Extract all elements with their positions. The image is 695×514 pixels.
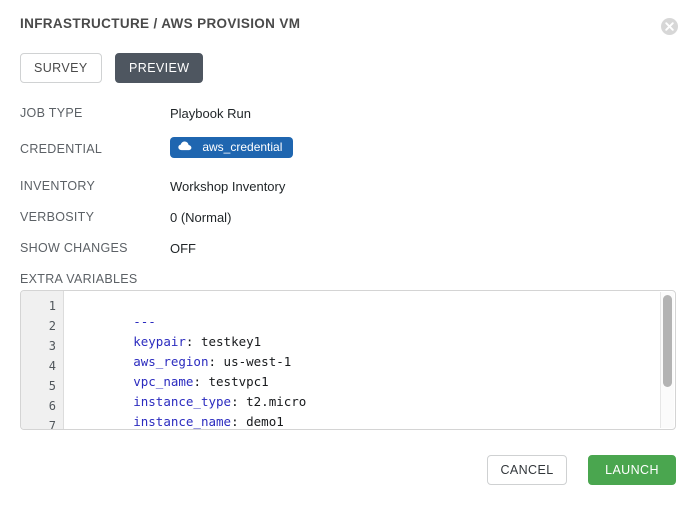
tab-preview[interactable]: PREVIEW	[115, 53, 204, 83]
editor-gutter: 1 2 3 4 5 6 7	[21, 291, 64, 429]
yaml-value: us-west-1	[216, 354, 292, 369]
editor-scrollbar-thumb[interactable]	[663, 295, 672, 387]
dialog-footer: CANCEL LAUNCH	[0, 455, 695, 491]
detail-value-show-changes: OFF	[170, 241, 196, 256]
editor-scrollbar[interactable]	[660, 292, 674, 428]
detail-value-inventory: Workshop Inventory	[170, 179, 286, 194]
code-line: aws_region: us-west-1	[73, 339, 291, 384]
detail-label-verbosity: VERBOSITY	[20, 210, 95, 224]
yaml-punct: :	[208, 354, 217, 369]
credential-badge[interactable]: aws_credential	[170, 137, 294, 158]
line-number: 2	[48, 319, 56, 333]
yaml-punct: :	[231, 394, 239, 409]
yaml-punct: :	[193, 374, 201, 389]
cancel-button[interactable]: CANCEL	[487, 455, 567, 485]
line-number: 7	[48, 419, 56, 430]
line-number: 4	[48, 359, 56, 373]
code-line: keypair: testkey1	[73, 319, 261, 364]
yaml-key: instance_type	[133, 394, 232, 409]
yaml-key: aws_region	[133, 354, 209, 369]
detail-label-credential: CREDENTIAL	[20, 142, 103, 156]
yaml-key: keypair	[133, 334, 186, 349]
code-line: instance_type: t2.micro	[73, 379, 306, 424]
dialog-header: INFRASTRUCTURE / AWS PROVISION VM	[0, 0, 695, 40]
detail-value-job-type: Playbook Run	[170, 106, 251, 121]
view-toggle-group: SURVEY PREVIEW	[20, 53, 204, 83]
detail-row-verbosity: VERBOSITY 0 (Normal)	[20, 208, 660, 239]
detail-row-show-changes: SHOW CHANGES OFF	[20, 239, 660, 270]
page-title: INFRASTRUCTURE / AWS PROVISION VM	[20, 16, 301, 31]
detail-label-show-changes: SHOW CHANGES	[20, 241, 128, 255]
detail-label-job-type: JOB TYPE	[20, 106, 83, 120]
yaml-key: instance_name	[133, 414, 232, 429]
yaml-value: t2.micro	[238, 394, 307, 409]
tab-survey[interactable]: SURVEY	[20, 53, 102, 83]
yaml-value: testkey1	[193, 334, 262, 349]
yaml-punct: :	[231, 414, 239, 429]
detail-label-inventory: INVENTORY	[20, 179, 96, 193]
line-number: 6	[48, 399, 56, 413]
detail-row-credential: CREDENTIAL aws_credential	[20, 137, 660, 177]
yaml-punct: :	[185, 334, 194, 349]
detail-row-inventory: INVENTORY Workshop Inventory	[20, 177, 660, 208]
line-number: 5	[48, 379, 56, 393]
extra-variables-editor[interactable]: 1 2 3 4 5 6 7 --- keypair: testkey1 aws_…	[20, 290, 676, 430]
code-line: instance_name: demo1	[73, 399, 284, 429]
yaml-value: demo1	[238, 414, 284, 429]
detail-value-verbosity: 0 (Normal)	[170, 210, 232, 225]
job-detail-list: JOB TYPE Playbook Run CREDENTIAL aws_cre…	[20, 104, 660, 270]
launch-button[interactable]: LAUNCH	[588, 455, 676, 485]
code-line: vpc_name: testvpc1	[73, 359, 269, 404]
cloud-icon	[178, 141, 192, 152]
line-number: 3	[48, 339, 56, 353]
line-number: 1	[48, 299, 56, 313]
code-line: ---	[73, 299, 156, 344]
close-icon[interactable]	[661, 18, 678, 35]
extra-variables-label: EXTRA VARIABLES	[20, 272, 138, 286]
credential-badge-label: aws_credential	[202, 140, 283, 155]
yaml-document-start: ---	[133, 314, 156, 329]
detail-row-job-type: JOB TYPE Playbook Run	[20, 104, 660, 140]
yaml-value: testvpc1	[200, 374, 269, 389]
yaml-key: vpc_name	[133, 374, 194, 389]
editor-code-area[interactable]: --- keypair: testkey1 aws_region: us-wes…	[64, 291, 675, 429]
